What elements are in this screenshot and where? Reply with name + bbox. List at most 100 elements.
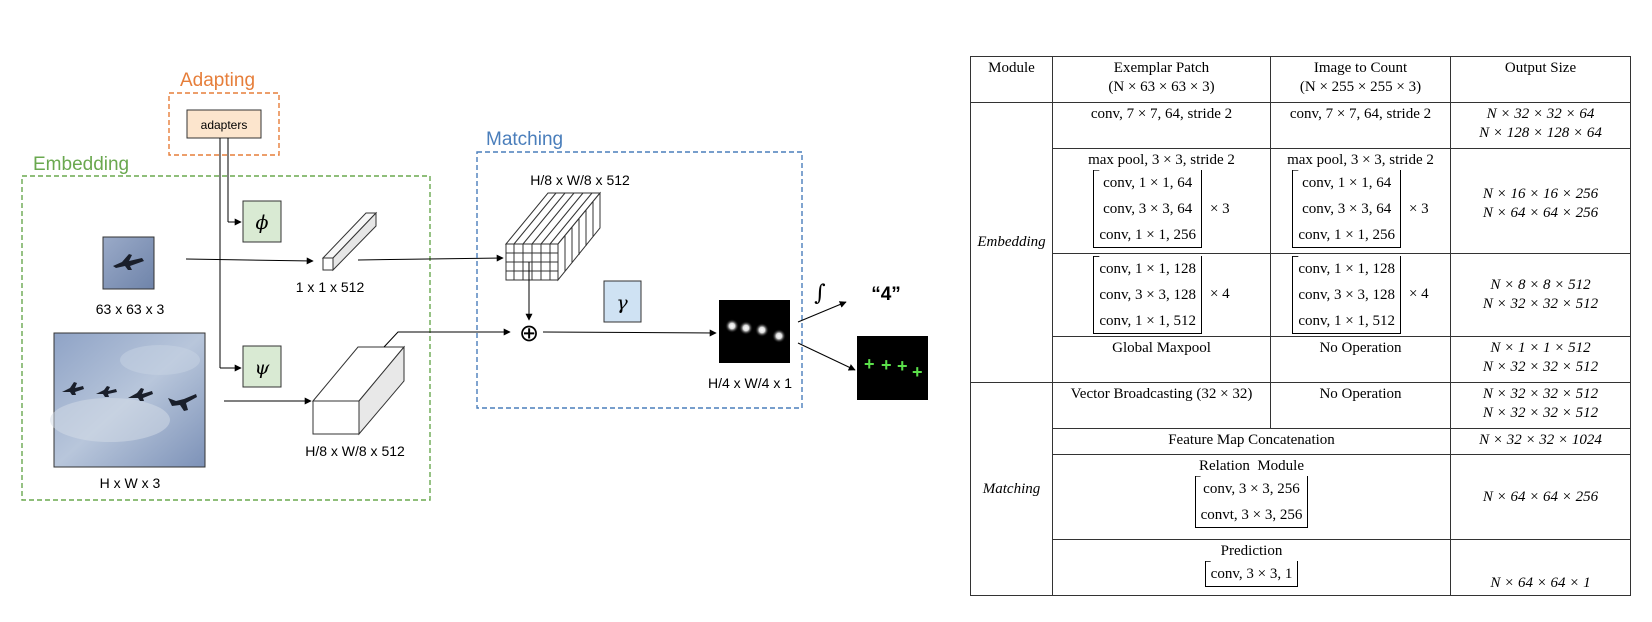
row6-output: N × 32 × 32 × 1024 bbox=[1450, 428, 1631, 456]
adapting-label: Adapting bbox=[180, 70, 255, 91]
detection-plus-2: + bbox=[881, 355, 892, 375]
table-row: Relation Module conv, 3 × 3, 256 convt, … bbox=[971, 454, 1631, 540]
matching-label: Matching bbox=[486, 129, 563, 150]
row3-exemplar: conv, 1 × 1, 128 conv, 3 × 3, 128 conv, … bbox=[1052, 252, 1271, 337]
embedding-box bbox=[21, 175, 431, 501]
psi-block bbox=[242, 345, 282, 388]
table-header-row: Module Exemplar Patch (N × 63 × 63 × 3) … bbox=[970, 55, 1631, 104]
row2-image: max pool, 3 × 3, stride 2 conv, 1 × 1, 6… bbox=[1270, 148, 1451, 254]
row8-output: N × 64 × 64 × 1 bbox=[1450, 538, 1631, 597]
block-line: conv, 1 × 1, 64 bbox=[1302, 175, 1392, 192]
row4-exemplar: Global Maxpool bbox=[1052, 335, 1271, 384]
row7-output: N × 64 × 64 × 256 bbox=[1450, 454, 1631, 540]
vector-size-label: 1 x 1 x 512 bbox=[296, 279, 365, 295]
block-multiplier: × 3 bbox=[1408, 200, 1429, 217]
row2-output-1: N × 16 × 16 × 256 bbox=[1482, 185, 1599, 202]
block-line: convt, 3 × 3, 256 bbox=[1200, 507, 1303, 524]
block-line: conv, 3 × 3, 64 bbox=[1302, 201, 1392, 218]
exemplar-size-label: 63 x 63 x 3 bbox=[96, 301, 165, 317]
phi-symbol: ϕ bbox=[256, 212, 269, 234]
block-multiplier: × 4 bbox=[1209, 286, 1230, 303]
image-feature-block bbox=[311, 345, 406, 436]
embedding-module-label: Embedding bbox=[970, 102, 1053, 384]
matching-module-label: Matching bbox=[970, 382, 1053, 596]
block-line: conv, 1 × 1, 256 bbox=[1099, 227, 1196, 244]
block-line: conv, 1 × 1, 256 bbox=[1298, 227, 1395, 244]
row4-output-2: N × 32 × 32 × 512 bbox=[1482, 358, 1599, 375]
relation-module-title: Relation Module bbox=[1199, 458, 1304, 475]
row2-output: N × 16 × 16 × 256 N × 64 × 64 × 256 bbox=[1450, 148, 1631, 254]
header-output: Output Size bbox=[1450, 55, 1631, 104]
table-row: conv, 1 × 1, 128 conv, 3 × 3, 128 conv, … bbox=[971, 252, 1631, 337]
integral-symbol: ∫ bbox=[814, 281, 826, 306]
exemplar-image bbox=[102, 236, 155, 290]
feature-size-label: H/8 x W/8 x 512 bbox=[305, 443, 405, 459]
row2-pool-image: max pool, 3 × 3, stride 2 bbox=[1287, 152, 1434, 169]
row1-output-2: N × 128 × 128 × 64 bbox=[1479, 125, 1602, 142]
architecture-table: Module Exemplar Patch (N × 63 × 63 × 3) … bbox=[970, 55, 1631, 597]
table-row: Embedding conv, 7 × 7, 64, stride 2 conv… bbox=[970, 102, 1631, 384]
block-line: conv, 3 × 3, 128 bbox=[1298, 286, 1395, 303]
table-row: Prediction conv, 3 × 3, 1 N × 64 × 64 × … bbox=[971, 538, 1631, 597]
row5-output-2: N × 32 × 32 × 512 bbox=[1482, 405, 1599, 422]
row7-relation: Relation Module conv, 3 × 3, 256 convt, … bbox=[1052, 454, 1451, 540]
header-exemplar: Exemplar Patch (N × 63 × 63 × 3) bbox=[1052, 55, 1271, 104]
detection-plus-4: + bbox=[912, 362, 923, 382]
broadcast-grid bbox=[504, 191, 602, 282]
row2-exemplar: max pool, 3 × 3, stride 2 conv, 1 × 1, 6… bbox=[1052, 148, 1271, 254]
row3-output-2: N × 32 × 32 × 512 bbox=[1482, 295, 1599, 312]
header-image-dim: (N × 255 × 255 × 3) bbox=[1299, 79, 1422, 95]
psi-symbol: ψ bbox=[255, 357, 271, 379]
row5-output: N × 32 × 32 × 512 N × 32 × 32 × 512 bbox=[1450, 382, 1631, 430]
row1-output: N × 32 × 32 × 64 N × 128 × 128 × 64 bbox=[1450, 102, 1631, 150]
row3-exemplar-block: conv, 1 × 1, 128 conv, 3 × 3, 128 conv, … bbox=[1093, 255, 1230, 334]
row8-prediction: Prediction conv, 3 × 3, 1 bbox=[1052, 538, 1451, 597]
row1-image: conv, 7 × 7, 64, stride 2 bbox=[1270, 102, 1451, 150]
block-line: conv, 3 × 3, 128 bbox=[1099, 286, 1196, 303]
row2-exemplar-block: conv, 1 × 1, 64 conv, 3 × 3, 64 conv, 1 … bbox=[1093, 170, 1230, 249]
block-multiplier: × 3 bbox=[1209, 200, 1230, 217]
row4-output: N × 1 × 1 × 512 N × 32 × 32 × 512 bbox=[1450, 335, 1631, 384]
block-line: conv, 3 × 3, 64 bbox=[1103, 201, 1193, 218]
row5-exemplar: Vector Broadcasting (32 × 32) bbox=[1052, 382, 1271, 430]
concat-operator: ⊕ bbox=[519, 319, 539, 347]
row3-image: conv, 1 × 1, 128 conv, 3 × 3, 128 conv, … bbox=[1270, 252, 1451, 337]
density-map bbox=[719, 300, 790, 363]
detection-map: + + + + bbox=[857, 336, 928, 400]
header-image: Image to Count (N × 255 × 255 × 3) bbox=[1270, 55, 1451, 104]
header-image-title: Image to Count bbox=[1313, 60, 1408, 76]
gamma-symbol: γ bbox=[616, 292, 628, 314]
block-multiplier: × 4 bbox=[1408, 286, 1429, 303]
row6-op: Feature Map Concatenation bbox=[1052, 428, 1451, 456]
block-line: conv, 1 × 1, 64 bbox=[1103, 175, 1193, 192]
row5-output-1: N × 32 × 32 × 512 bbox=[1482, 386, 1599, 403]
block-line: conv, 1 × 1, 512 bbox=[1099, 312, 1196, 329]
prediction-title: Prediction bbox=[1220, 542, 1283, 559]
row5-image: No Operation bbox=[1270, 382, 1451, 430]
count-output: “4” bbox=[871, 284, 901, 305]
block-line: conv, 3 × 3, 1 bbox=[1210, 565, 1293, 582]
table-row: max pool, 3 × 3, stride 2 conv, 1 × 1, 6… bbox=[971, 148, 1631, 254]
row2-pool-exemplar: max pool, 3 × 3, stride 2 bbox=[1088, 152, 1235, 169]
row1-output-1: N × 32 × 32 × 64 bbox=[1486, 106, 1595, 123]
row3-output: N × 8 × 8 × 512 N × 32 × 32 × 512 bbox=[1450, 252, 1631, 337]
gamma-block bbox=[603, 280, 642, 323]
block-line: conv, 1 × 1, 128 bbox=[1298, 260, 1395, 277]
phi-block bbox=[242, 200, 282, 243]
row4-image: No Operation bbox=[1270, 335, 1451, 384]
detection-plus-3: + bbox=[897, 356, 908, 376]
row8-block: conv, 3 × 3, 1 bbox=[1204, 560, 1299, 587]
feature-vector bbox=[321, 211, 378, 272]
header-module: Module bbox=[970, 55, 1053, 104]
table-row: Matching Vector Broadcasting (32 × 32) N… bbox=[970, 382, 1631, 596]
adapting-box bbox=[168, 92, 280, 156]
block-line: conv, 1 × 1, 128 bbox=[1099, 260, 1196, 277]
header-exemplar-title: Exemplar Patch bbox=[1113, 60, 1210, 76]
input-image bbox=[50, 332, 206, 468]
row2-image-block: conv, 1 × 1, 64 conv, 3 × 3, 64 conv, 1 … bbox=[1292, 170, 1429, 249]
broadcast-size-label: H/8 x W/8 x 512 bbox=[530, 172, 630, 188]
row3-image-block: conv, 1 × 1, 128 conv, 3 × 3, 128 conv, … bbox=[1292, 255, 1429, 334]
density-size-label: H/4 x W/4 x 1 bbox=[708, 375, 792, 391]
header-exemplar-dim: (N × 63 × 63 × 3) bbox=[1108, 79, 1215, 95]
row3-output-1: N × 8 × 8 × 512 bbox=[1490, 276, 1591, 293]
